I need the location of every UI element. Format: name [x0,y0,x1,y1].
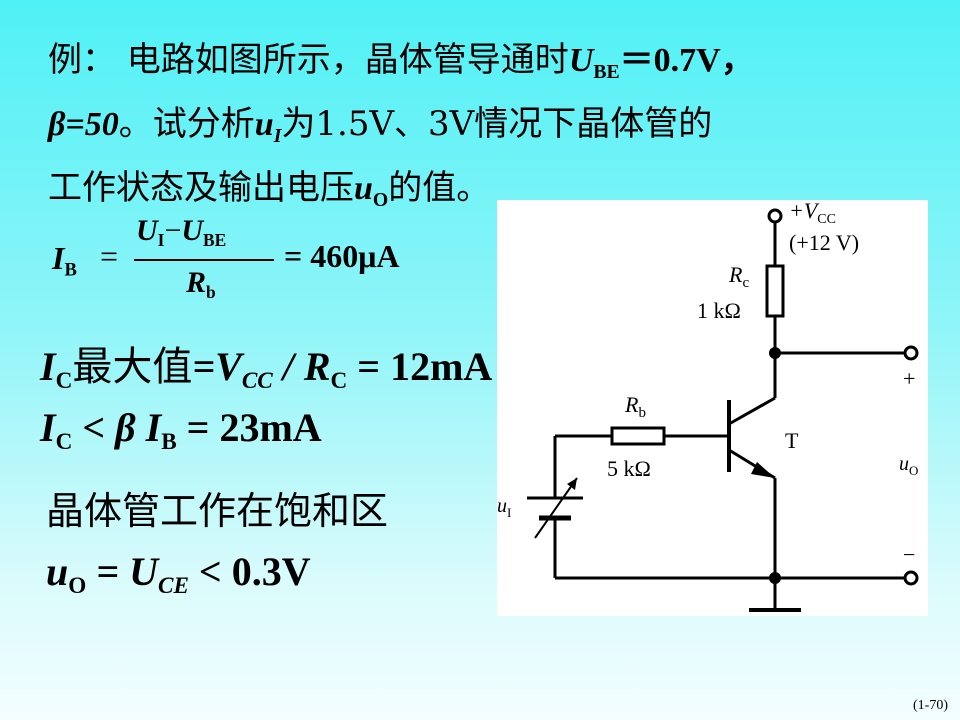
output-minus-sign: − [903,542,915,567]
ib-numerator: UI−UBE [136,214,227,251]
ube-subscript: BE [593,60,620,83]
vcc-value: (+12 V) [789,230,859,255]
junction-dot [769,347,781,359]
output-minus-terminal [903,570,919,586]
ube-value: ＝0.7V， [619,42,755,79]
problem-line-2: β=50。试分析uI为1.5V、3V情况下晶体管的 [48,98,938,162]
vcc-terminal [767,208,783,224]
problem-line-3: 工作状态及输出电压uO的值。 [48,162,938,226]
problem-line3-end: 的值。 [388,167,491,208]
ic-max-formula: IC最大值=VCC / RC = 12mA [40,344,493,395]
ui-variable: u [254,105,274,143]
ui-subscript: I [273,124,282,147]
problem-line1-prefix: 例： 电路如图所示，晶体管导通时 [48,40,569,80]
problem-line2-mid: 。试分析 [118,103,255,144]
rc-value: 1 kΩ [697,298,741,323]
rc-resistor [765,264,785,318]
ib-equals: = [100,238,119,274]
page-number: (1-70) [913,698,948,713]
problem-line-1: 例： 电路如图所示，晶体管导通时UBE＝0.7V， [48,34,938,98]
output-plus-terminal [903,345,919,361]
rc-label: Rc [728,262,749,291]
circuit-diagram: +VCC (+12 V) Rc 1 kΩ Rb 5 kΩ T uI uO + − [497,200,928,616]
output-plus-sign: + [903,366,915,391]
rb-label: Rb [624,392,646,421]
uo-formula: uO = UCE < 0.3V [46,549,311,600]
ib-denominator: Rb [186,266,216,303]
ic-compare-formula: IC < β IB = 23mA [40,405,322,456]
rb-resistor [610,426,666,446]
problem-line3-text: 工作状态及输出电压 [48,167,354,208]
vcc-label: +VCC [789,200,836,227]
transistor-label: T [785,428,799,453]
problem-statement: 例： 电路如图所示，晶体管导通时UBE＝0.7V， β=50。试分析uI为1.5… [48,34,938,226]
ib-result: = 460μA [284,238,400,274]
fraction-bar [134,259,274,261]
conclusion-text: 晶体管工作在饱和区 [46,489,389,533]
ib-lhs: IB [52,240,77,281]
ui-label: uI [497,495,511,520]
ube-variable: U [568,42,594,79]
junction-dot [769,572,781,584]
beta-value: β=50 [48,105,119,143]
problem-line2-end: 为1.5V、3V情况下晶体管的 [281,103,713,144]
uo-subscript: O [372,188,389,211]
emitter-arrow-icon [751,462,775,478]
uo-label: uO [899,453,918,478]
uo-variable: u [354,169,373,207]
circuit-svg: +VCC (+12 V) Rc 1 kΩ Rb 5 kΩ T uI uO + − [497,200,919,612]
rb-value: 5 kΩ [607,456,651,481]
variable-source-arrow-icon [567,478,577,490]
